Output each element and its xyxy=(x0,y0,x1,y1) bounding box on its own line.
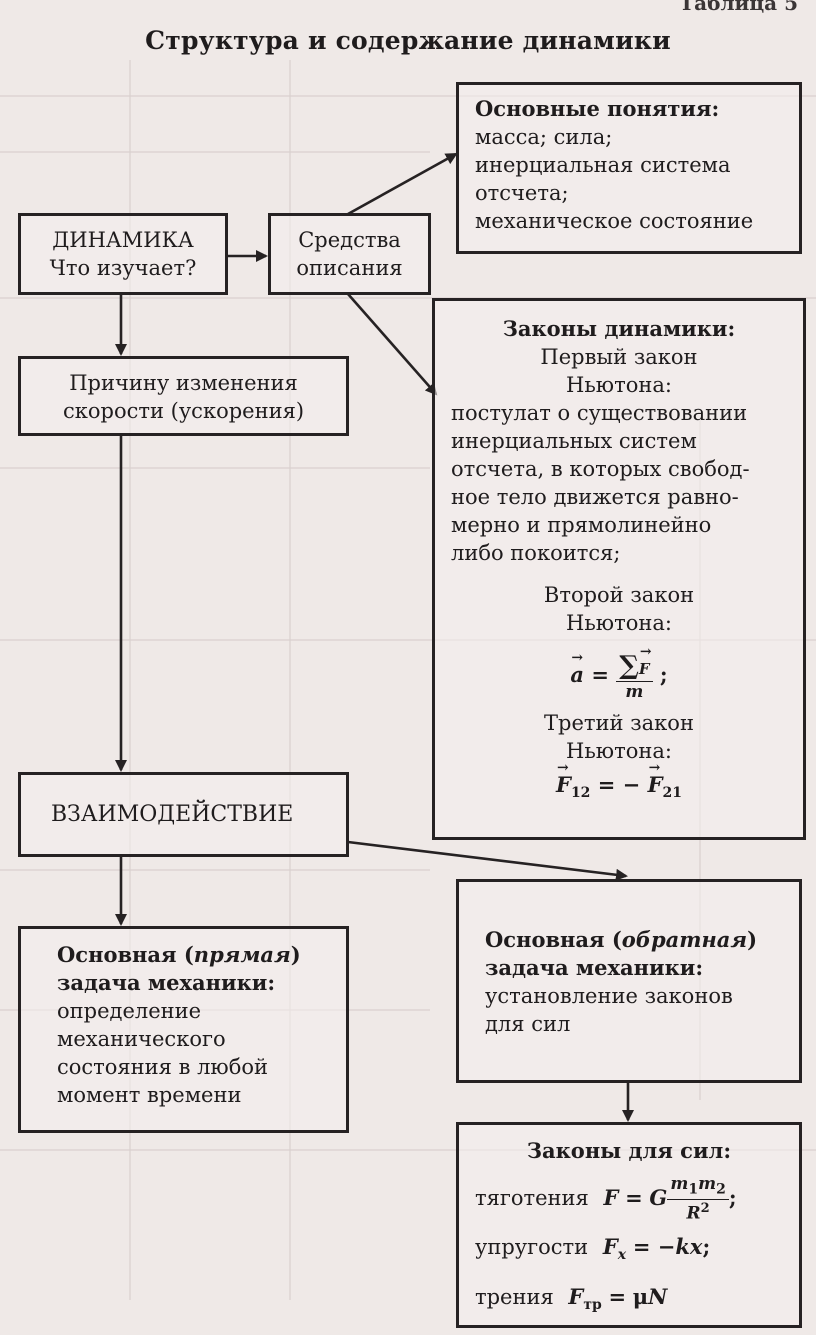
elastic-label: упругости xyxy=(475,1235,589,1259)
force-symbol: F xyxy=(603,1185,619,1210)
equals-minus: = − xyxy=(597,772,641,797)
force-12-symbol: F xyxy=(556,754,571,799)
concepts-line: механическое состояние xyxy=(475,209,754,233)
means-line2: описания xyxy=(296,256,403,280)
node-laws-of-dynamics: Законы динамики: Первый закон Ньютона: п… xyxy=(432,298,806,840)
direct-heading-italic: прямая xyxy=(193,942,291,967)
normal-force-symbol: N xyxy=(648,1284,668,1310)
gravitational-constant: G xyxy=(649,1185,668,1210)
means-line1: Средства xyxy=(298,228,401,252)
force-21-symbol: F xyxy=(648,754,663,799)
mass-symbol: m xyxy=(698,1174,717,1195)
sub-2: 2 xyxy=(716,1181,726,1198)
arrow-interaction-to-inverse xyxy=(347,840,628,881)
mass-symbol: m xyxy=(625,681,644,702)
node-interaction: ВЗАИМОДЕЙСТВИЕ xyxy=(18,772,349,857)
inverse-heading: Основная (обратная) xyxy=(485,926,799,954)
friction-coefficient: μ xyxy=(632,1284,649,1310)
node-cause-of-change: Причину изменения скорости (ускорения) xyxy=(18,356,349,436)
sum-symbol: ∑ xyxy=(619,650,639,681)
inverse-line: установление законов xyxy=(485,984,733,1008)
kx-term: kx xyxy=(675,1234,703,1259)
second-law-formula: a = ∑F m ; xyxy=(435,626,803,707)
inverse-line: для сил xyxy=(485,1012,571,1036)
third-law-formula: F12 = − F21 xyxy=(435,754,803,807)
force-laws-heading: Законы для сил: xyxy=(526,1138,732,1163)
third-law-title: Ньютона: xyxy=(566,739,672,763)
equals-sign: = xyxy=(591,662,609,687)
direct-heading-part: Основная ( xyxy=(57,942,194,967)
direct-line: механического xyxy=(57,1027,226,1051)
semicolon: ; xyxy=(728,1185,737,1210)
first-law-text: либо покоится; xyxy=(451,541,621,565)
direct-line: момент времени xyxy=(57,1083,242,1107)
friction-label: трения xyxy=(475,1285,554,1310)
node-inverse-problem: Основная (обратная) задача механики: уст… xyxy=(456,879,802,1083)
first-law-text: постулат о существовании xyxy=(451,401,748,425)
equals-sign: = xyxy=(608,1284,627,1310)
elastic-law: упругости Fx = −kx; xyxy=(475,1233,799,1269)
sub-friction: тр xyxy=(583,1297,602,1314)
direct-heading: Основная (прямая) xyxy=(57,941,346,969)
first-law-text: мерно и прямолинейно xyxy=(451,513,712,537)
concepts-line: отсчета; xyxy=(475,181,569,205)
semicolon: ; xyxy=(702,1234,711,1259)
first-law-text: отсчета, в которых свобод- xyxy=(451,457,750,481)
force-symbol: F xyxy=(602,1234,618,1259)
dynamics-question: Что изучает? xyxy=(49,256,197,280)
sub-1: 1 xyxy=(688,1181,699,1198)
mass-symbol: m xyxy=(670,1174,689,1195)
dynamics-title: ДИНАМИКА xyxy=(52,228,194,252)
equals-sign: = xyxy=(625,1185,643,1210)
direct-line: состояния в любой xyxy=(57,1055,268,1079)
first-law-text: инерциальных систем xyxy=(451,429,697,453)
cause-line2: скорости (ускорения) xyxy=(62,399,305,423)
first-law-title: Первый закон xyxy=(540,345,698,369)
table-number: Таблица 5 xyxy=(679,0,798,15)
interaction-text: ВЗАИМОДЕЙСТВИЕ xyxy=(51,802,294,827)
node-means-of-description: Средства описания xyxy=(268,213,431,295)
direct-heading-part: ) xyxy=(290,942,301,967)
friction-law: трения Fтр = μN xyxy=(475,1283,799,1319)
laws-heading: Законы динамики: xyxy=(502,316,736,341)
concepts-line: масса; сила; xyxy=(475,125,613,149)
direct-heading-line2: задача механики: xyxy=(57,970,276,995)
second-law-title: Ньютона: xyxy=(566,611,672,635)
direct-line: определение xyxy=(57,999,202,1023)
diagram-title: Структура и содержание динамики xyxy=(145,26,671,55)
gravity-label: тяготения xyxy=(475,1186,589,1210)
sub-12: 12 xyxy=(570,785,591,802)
force-symbol: F xyxy=(568,1284,584,1310)
cause-line1: Причину изменения xyxy=(69,371,298,395)
force-symbol: F xyxy=(639,645,651,677)
concepts-heading: Основные понятия: xyxy=(475,96,720,121)
force-fraction: ∑F m xyxy=(616,645,653,702)
second-law-title: Второй закон xyxy=(543,583,695,607)
node-direct-problem: Основная (прямая) задача механики: опред… xyxy=(18,926,349,1133)
inverse-heading-part: ) xyxy=(747,927,758,952)
arrow-means-to-concepts xyxy=(347,152,458,216)
node-dynamics: ДИНАМИКА Что изучает? xyxy=(18,213,228,295)
concepts-line: инерциальная система xyxy=(475,153,731,177)
acceleration-symbol: a xyxy=(570,626,584,707)
sub-x: x xyxy=(617,1247,627,1264)
exponent-2: 2 xyxy=(700,1200,710,1216)
inverse-heading-italic: обратная xyxy=(621,927,748,952)
node-basic-concepts: Основные понятия: масса; сила; инерциаль… xyxy=(456,82,802,254)
inverse-heading-part: Основная ( xyxy=(485,927,622,952)
distance-symbol: R xyxy=(686,1203,701,1224)
arrow-means-to-laws xyxy=(347,293,438,396)
third-law-title: Третий закон xyxy=(544,711,694,735)
semicolon: ; xyxy=(659,662,668,687)
inverse-heading-line2: задача механики: xyxy=(485,955,704,980)
sub-21: 21 xyxy=(662,785,682,802)
first-law-title: Ньютона: xyxy=(566,373,672,397)
first-law-text: ное тело движется равно- xyxy=(451,485,739,509)
equals-minus: = − xyxy=(632,1234,676,1259)
